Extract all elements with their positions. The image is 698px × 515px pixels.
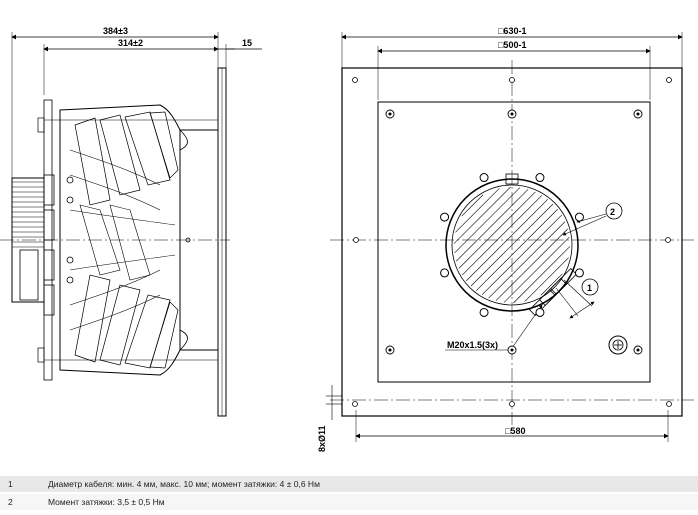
motor-fins	[12, 181, 44, 248]
motor-bolt	[574, 212, 584, 222]
side-view	[0, 32, 262, 417]
legend-text: Диаметр кабеля: мин. 4 мм, макс. 10 мм; …	[48, 479, 320, 489]
mounting-hole	[352, 401, 358, 407]
legend-row: 1 Диаметр кабеля: мин. 4 мм, макс. 10 мм…	[0, 476, 698, 492]
mounting-screw-center	[388, 348, 392, 352]
legend-text: Момент затяжки: 3,5 ± 0,5 Нм	[48, 497, 165, 507]
hole-pattern-label: □500-1	[498, 40, 526, 50]
motor-bolt	[574, 268, 584, 278]
motor-bolt	[535, 173, 545, 183]
mounting-screw-center	[636, 348, 640, 352]
mounting-screw-center	[510, 112, 514, 116]
flange-label: 15	[242, 38, 252, 48]
motor-bolt	[440, 268, 450, 278]
legend-number: 2	[8, 497, 13, 507]
front-view	[326, 32, 694, 442]
motor-cooling-fins	[453, 186, 571, 304]
mounting-screw-center	[636, 112, 640, 116]
mounting-hole	[665, 237, 671, 243]
motor-bolt	[440, 212, 450, 222]
callout-1-label: 1	[587, 283, 592, 293]
mounting-hole	[353, 237, 359, 243]
overall-width-label: 384±3	[103, 26, 128, 36]
legend-table: 1 Диаметр кабеля: мин. 4 мм, макс. 10 мм…	[0, 476, 698, 512]
outer-size-label: □630-1	[498, 26, 526, 36]
base-size-label: □580	[505, 426, 525, 436]
motor-bolt	[535, 307, 545, 317]
mounting-hole	[352, 77, 358, 83]
hole-size-label: 8xØ11	[317, 425, 327, 452]
motor-bolt	[479, 307, 489, 317]
mounting-hole	[509, 401, 515, 407]
mounting-screw-center	[388, 112, 392, 116]
callout-2-label: 2	[610, 207, 615, 217]
mounting-hole	[509, 77, 515, 83]
inner-width-label: 314±2	[118, 38, 143, 48]
mounting-hole	[666, 77, 672, 83]
motor-bolt	[479, 173, 489, 183]
mounting-holes	[352, 77, 672, 407]
legend-number: 1	[8, 479, 13, 489]
mounting-screw-center	[510, 348, 514, 352]
mounting-hole	[666, 401, 672, 407]
legend-row: 2 Момент затяжки: 3,5 ± 0,5 Нм	[0, 494, 698, 510]
motor-rotor-plates	[43, 174, 74, 316]
cable-gland-label: M20x1.5(3x)	[447, 340, 498, 350]
technical-drawing: 384±3 314±2 15	[0, 26, 694, 452]
